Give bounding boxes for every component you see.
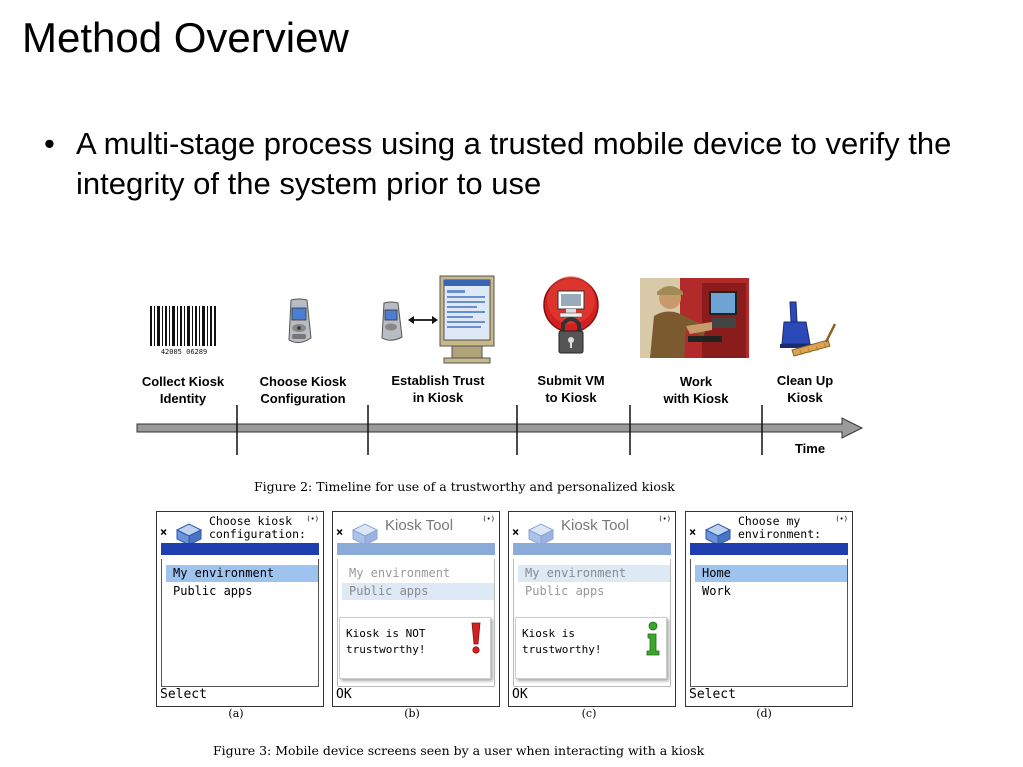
screen-body: Home Work (690, 559, 848, 687)
menu-item-my-environment[interactable]: My environment (166, 565, 318, 582)
menu-item-my-environment[interactable]: My environment (349, 566, 451, 580)
sublabel-c: (c) (581, 707, 597, 720)
phone-screen-c: × Kiosk Tool (•) My environment Public a… (508, 511, 676, 707)
timeline-ticks (236, 405, 763, 455)
sublabel-b: (b) (404, 707, 420, 720)
screen-header: Kiosk Tool (561, 517, 630, 534)
locked-computer-icon (543, 276, 599, 354)
time-axis-label: Time (794, 441, 826, 456)
signal-icon: (•) (835, 515, 848, 523)
bullet-text: A multi-stage process using a trusted mo… (76, 126, 952, 201)
screen-body: My environment Public apps (161, 559, 319, 687)
slide-title: Method Overview (22, 14, 349, 61)
close-icon: × (336, 525, 344, 539)
menu-item-home[interactable]: Home (695, 565, 847, 582)
signal-icon: (•) (306, 515, 319, 523)
header-bar (337, 543, 495, 555)
mobile-phone-icon (288, 298, 312, 344)
kiosk-app-icon (351, 523, 379, 546)
person-at-kiosk-photo (640, 278, 749, 358)
info-icon (646, 621, 660, 656)
dustpan-broom-icon (780, 301, 836, 357)
barcode-icon: 42005 06289 (150, 306, 216, 356)
signal-icon: (•) (482, 515, 495, 523)
phone-screen-b: × Kiosk Tool (•) My environment Public a… (332, 511, 500, 707)
header-bar (690, 543, 848, 555)
signal-icon: (•) (658, 515, 671, 523)
menu-item-public-apps[interactable]: Public apps (342, 583, 494, 600)
menu-item-my-environment[interactable]: My environment (518, 565, 670, 582)
header-bar (513, 543, 671, 555)
screen-body: My environment Public apps (513, 559, 671, 687)
menu-item-public-apps[interactable]: Public apps (525, 584, 605, 598)
kiosk-app-icon (704, 523, 732, 546)
kiosk-app-icon (175, 523, 203, 546)
barcode-number: 42005 06289 (161, 348, 207, 356)
close-icon: × (689, 525, 697, 539)
phone-to-monitor-icon (381, 275, 495, 364)
bullet-marker: • (44, 126, 55, 161)
figure2-caption: Figure 2: Timeline for use of a trustwor… (254, 479, 675, 494)
screen-body: My environment Public apps (337, 559, 495, 687)
softkey-select[interactable]: Select (689, 687, 736, 702)
menu-item-public-apps[interactable]: Public apps (173, 584, 253, 598)
sublabel-a: (a) (228, 707, 244, 720)
close-icon: × (160, 525, 168, 539)
menu-item-work[interactable]: Work (702, 584, 731, 598)
header-bar (161, 543, 319, 555)
softkey-select[interactable]: Select (160, 687, 207, 702)
softkey-ok[interactable]: OK (512, 687, 528, 702)
exclamation-icon (471, 622, 481, 654)
close-icon: × (512, 525, 520, 539)
softkey-ok[interactable]: OK (336, 687, 352, 702)
figure3-caption: Figure 3: Mobile device screens seen by … (213, 743, 705, 758)
sublabel-d: (d) (756, 707, 772, 720)
screen-header: Kiosk Tool (385, 517, 454, 534)
